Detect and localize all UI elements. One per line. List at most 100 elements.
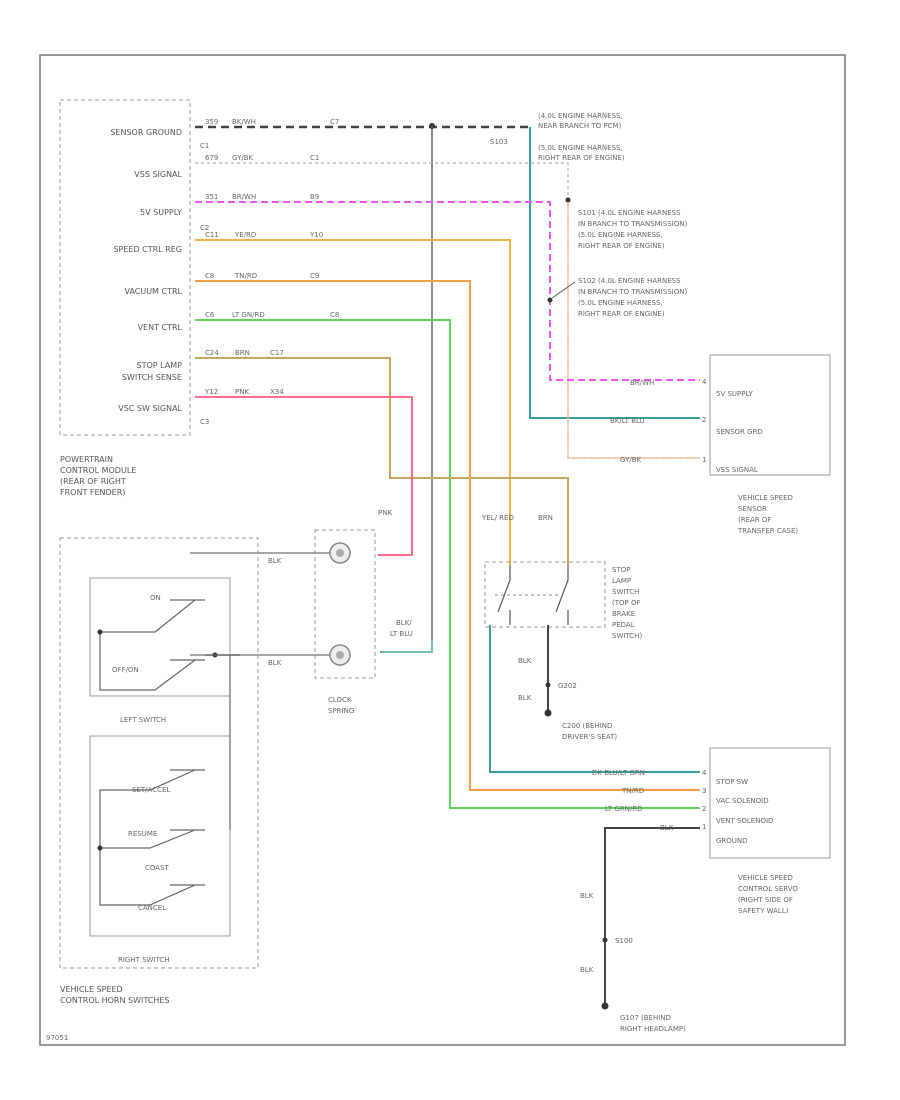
pcm-pin-vsc-sw-signal: VSC SW SIGNAL	[118, 404, 182, 413]
wire-stop-sw-servo	[489, 625, 700, 773]
wire-clock-lower-teal	[382, 640, 433, 653]
svg-text:VEHICLE SPEED: VEHICLE SPEED	[738, 494, 793, 502]
svg-text:359: 359	[205, 118, 218, 126]
svg-text:IN BRANCH TO TRANSMISSION): IN BRANCH TO TRANSMISSION)	[578, 288, 687, 296]
wire-speed-ctrl	[195, 239, 511, 565]
left-switch-title: LEFT SWITCH	[120, 716, 166, 724]
stop-switch-box	[484, 561, 606, 628]
pcm-pin-stop-lamp: STOP LAMP	[137, 361, 183, 370]
svg-text:SAFETY WALL): SAFETY WALL)	[738, 907, 789, 915]
servo-ground-blk-2: BLK	[580, 966, 594, 974]
svg-text:LT GN/RD: LT GN/RD	[232, 311, 265, 319]
splice-dot-s100	[602, 937, 608, 943]
pcm-box	[59, 99, 191, 436]
wire-stop-lamp	[195, 357, 569, 565]
svg-text:BK/WH: BK/WH	[232, 118, 256, 126]
pcm-pin-5v-supply: 5V SUPPLY	[140, 208, 182, 217]
svg-text:BRAKE: BRAKE	[612, 610, 635, 618]
stop-switch-wire-brn: BRN	[538, 514, 553, 522]
svg-text:S102 (4.0L ENGINE HARNESS: S102 (4.0L ENGINE HARNESS	[578, 277, 681, 285]
right-switch-cancel: CANCEL	[138, 904, 166, 912]
splice-g202-label: G202	[558, 682, 577, 690]
svg-text:LT GRN/RD: LT GRN/RD	[605, 805, 643, 813]
svg-text:C17: C17	[270, 349, 284, 357]
ground-point-g200	[544, 709, 552, 717]
svg-text:BR/WH: BR/WH	[232, 193, 256, 201]
right-switch-resume: RESUME	[128, 830, 157, 838]
svg-text:FRONT FENDER): FRONT FENDER)	[60, 488, 125, 497]
svg-text:G107 (BEHIND: G107 (BEHIND	[620, 1014, 671, 1022]
svg-text:BK/LT BLU: BK/LT BLU	[610, 417, 645, 425]
pcm-pin-labels: SENSOR GROUND VSS SIGNAL 5V SUPPLY SPEED…	[110, 128, 209, 426]
svg-text:TN/RD: TN/RD	[621, 787, 644, 795]
svg-text:C24: C24	[205, 349, 219, 357]
svg-text:BR/WH: BR/WH	[630, 379, 654, 387]
wire-vss-signal-tan	[567, 200, 700, 459]
svg-text:TRANSFER CASE): TRANSFER CASE)	[737, 527, 798, 535]
svg-text:DK BLU/LT GRN: DK BLU/LT GRN	[592, 769, 645, 777]
clock-spring-coil-2-center	[336, 651, 344, 659]
clock-spring-box	[314, 529, 376, 679]
right-switch-contacts	[99, 769, 205, 906]
svg-text:1: 1	[702, 456, 706, 464]
svg-text:NEAR BRANCH TO PCM): NEAR BRANCH TO PCM)	[538, 122, 621, 130]
svg-text:VEHICLE SPEED: VEHICLE SPEED	[738, 874, 793, 882]
svg-text:VENT SOLENOID: VENT SOLENOID	[716, 817, 773, 825]
stop-switch-contact-1	[497, 565, 511, 625]
left-switch-off: OFF/ON	[112, 666, 139, 674]
svg-text:351: 351	[205, 193, 218, 201]
ground-point-g107	[601, 1002, 609, 1010]
figure-number: 97051	[46, 1034, 68, 1042]
pcm-pin-vent-ctrl: VENT CTRL	[138, 323, 183, 332]
svg-text:3: 3	[702, 787, 706, 795]
left-switch-node	[97, 629, 103, 635]
splice-dot-g202	[545, 682, 551, 688]
svg-text:CONTROL MODULE: CONTROL MODULE	[60, 466, 136, 475]
svg-text:1: 1	[702, 823, 706, 831]
svg-text:4: 4	[702, 769, 707, 777]
svg-text:C7: C7	[330, 118, 339, 126]
svg-text:(5.0L ENGINE HARNESS,: (5.0L ENGINE HARNESS,	[538, 144, 623, 152]
svg-text:S101 (4.0L ENGINE HARNESS: S101 (4.0L ENGINE HARNESS	[578, 209, 681, 217]
svg-text:(5.0L ENGINE HARNESS,: (5.0L ENGINE HARNESS,	[578, 231, 663, 239]
svg-text:PEDAL: PEDAL	[612, 621, 635, 629]
wire-sensor-grd-teal	[529, 127, 700, 419]
clock-wire-blk-lt-blu-1: BLK/	[396, 619, 412, 627]
stop-ground-blk-1: BLK	[518, 657, 532, 665]
horn-switch-box	[59, 537, 259, 969]
svg-text:C8: C8	[330, 311, 339, 319]
wire-servo-ground	[604, 827, 700, 1008]
splice-s102-desc: S102 (4.0L ENGINE HARNESS IN BRANCH TO T…	[578, 277, 687, 318]
right-switch-set: SET/ACCEL	[132, 786, 170, 794]
svg-text:(REAR OF: (REAR OF	[738, 516, 771, 524]
svg-text:SENSOR: SENSOR	[738, 505, 767, 513]
stop-switch-wire-yel-red: YEL/ RED	[481, 514, 514, 522]
svg-text:SENSOR GRD: SENSOR GRD	[716, 428, 763, 436]
svg-text:BRN: BRN	[235, 349, 250, 357]
pcm-pin-speed-ctrl: SPEED CTRL REG	[113, 245, 182, 254]
servo-box	[709, 747, 831, 859]
svg-text:GROUND: GROUND	[716, 837, 748, 845]
splice-dot-s101	[565, 197, 571, 203]
clock-spring-coil-1-center	[336, 549, 344, 557]
left-switch-box	[89, 577, 231, 697]
clock-wire-blk-lt-blu-2: LT BLU	[390, 630, 413, 638]
wire-5v-supply	[195, 201, 700, 381]
pcm-pin-vss-signal: VSS SIGNAL	[134, 170, 182, 179]
svg-text:GY/BK: GY/BK	[620, 456, 642, 464]
horn-label-1: VEHICLE SPEED	[60, 985, 123, 994]
pcm-pin-sensor-ground: SENSOR GROUND	[110, 128, 182, 137]
svg-text:679: 679	[205, 154, 218, 162]
vss-box	[709, 354, 831, 476]
svg-text:(REAR OF RIGHT: (REAR OF RIGHT	[60, 477, 126, 486]
svg-text:5V SUPPLY: 5V SUPPLY	[716, 390, 753, 398]
right-switch-title: RIGHT SWITCH	[118, 956, 170, 964]
clock-wire-blk-2: BLK	[268, 659, 282, 667]
svg-text:(4.0L ENGINE HARNESS,: (4.0L ENGINE HARNESS,	[538, 112, 623, 120]
svg-text:SWITCH: SWITCH	[612, 588, 639, 596]
svg-text:DRIVER'S SEAT): DRIVER'S SEAT)	[562, 733, 617, 741]
wire-vsc-sw	[195, 396, 413, 556]
right-switch-node	[97, 845, 103, 851]
wire-vacuum-ctrl	[195, 280, 700, 791]
